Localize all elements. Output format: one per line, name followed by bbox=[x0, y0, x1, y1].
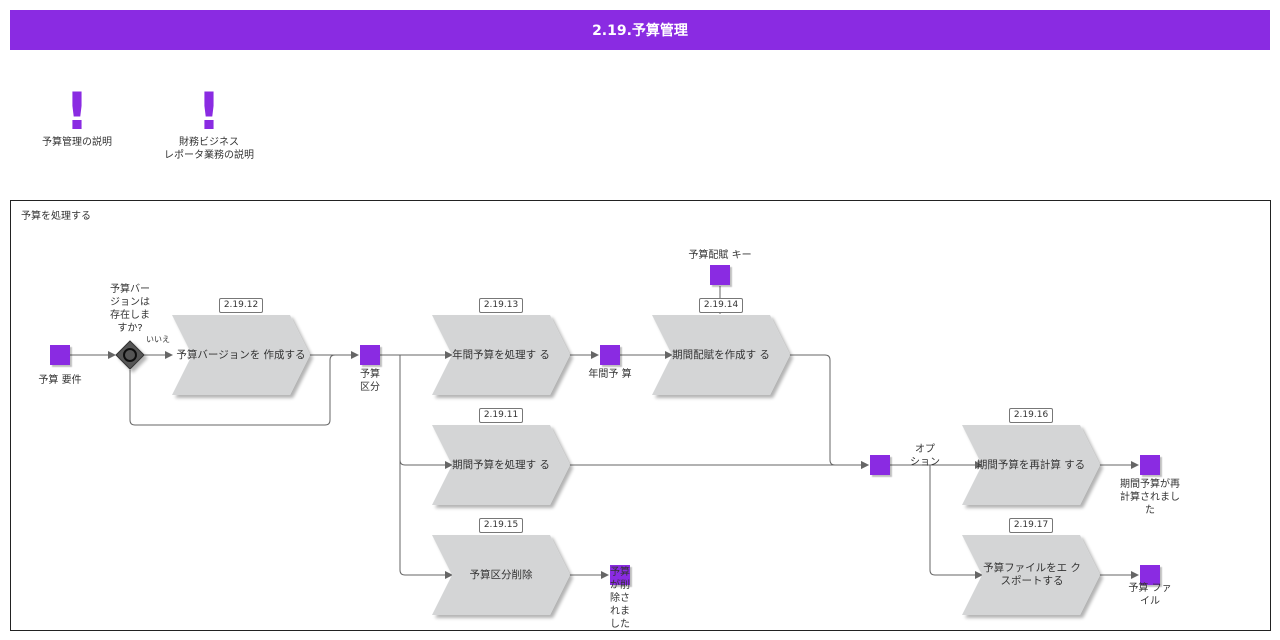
function-tag: 2.19.16 bbox=[1009, 408, 1053, 423]
function-tag: 2.19.13 bbox=[479, 298, 523, 313]
decision-question: 予算バー ジョンは 存在しま すか? bbox=[110, 284, 150, 334]
event-budget-file[interactable] bbox=[1140, 565, 1160, 585]
function-chevron bbox=[432, 315, 570, 395]
xor-gateway bbox=[115, 340, 145, 370]
function-tag: 2.19.11 bbox=[479, 408, 523, 423]
event-label: オプ ション bbox=[910, 444, 940, 468]
function-label: 予算ファイルをエ クスポートする bbox=[983, 562, 1081, 587]
event-label: 予算 区分 bbox=[360, 369, 380, 393]
connector bbox=[399, 460, 453, 579]
function-label: 期間配賦を作成す る bbox=[672, 348, 770, 361]
function-create-period-allocation[interactable]: 期間配賦を作成す る bbox=[652, 315, 790, 395]
function-label: 年間予算を処理す る bbox=[452, 348, 550, 361]
budget-management-description-note[interactable]: ! 予算管理の説明 bbox=[30, 82, 124, 149]
function-chevron bbox=[432, 425, 570, 505]
function-chevron bbox=[172, 315, 310, 395]
function-chevron bbox=[962, 425, 1100, 505]
process-frame bbox=[10, 200, 1271, 631]
function-chevron bbox=[432, 535, 570, 615]
event-annual-budget[interactable] bbox=[600, 345, 620, 365]
function-chevron bbox=[962, 535, 1100, 615]
frame-title: 予算を処理する bbox=[21, 211, 91, 222]
function-recalculate-period-budget[interactable]: 期間予算を再計算 する bbox=[972, 425, 1090, 505]
event-budget-requirement[interactable] bbox=[50, 345, 70, 365]
exclamation-icon: ! bbox=[65, 82, 89, 142]
financial-reporter-description-note[interactable]: ! 財務ビジネス レポータ業務の説明 bbox=[150, 82, 268, 162]
event-period-recalculated[interactable] bbox=[1140, 455, 1160, 475]
event-option[interactable] bbox=[870, 455, 890, 475]
event-label: 期間予算が再 計算されまし た bbox=[1120, 479, 1180, 516]
page-header: 2.19.予算管理 bbox=[10, 10, 1270, 50]
decision-no-label: いいえ bbox=[146, 335, 170, 344]
function-create-budget-version[interactable]: 予算バージョンを 作成する bbox=[172, 315, 310, 395]
event-allocation-key[interactable] bbox=[710, 265, 730, 285]
event-budget-division[interactable] bbox=[360, 345, 380, 365]
function-export-budget-file[interactable]: 予算ファイルをエ クスポートする bbox=[982, 535, 1082, 615]
event-label: 年間予 算 bbox=[588, 369, 632, 380]
function-tag: 2.19.12 bbox=[219, 298, 263, 313]
connector bbox=[929, 465, 983, 579]
note-label-line1: 財務ビジネス bbox=[179, 137, 239, 148]
note-label-line2: レポータ業務の説明 bbox=[164, 150, 254, 161]
function-delete-budget-division[interactable]: 予算区分削除 bbox=[432, 535, 570, 615]
event-label: 予算 が削 除さ れま した bbox=[610, 567, 630, 630]
event-label: 予算 要件 bbox=[38, 375, 82, 386]
connector bbox=[129, 354, 336, 426]
function-tag: 2.19.15 bbox=[479, 518, 523, 533]
function-label: 予算バージョンを 作成する bbox=[176, 348, 306, 361]
page-title: 2.19.予算管理 bbox=[592, 23, 688, 39]
event-label: 予算配賦 キー bbox=[688, 250, 752, 261]
connector bbox=[788, 354, 869, 469]
function-tag: 2.19.17 bbox=[1009, 518, 1053, 533]
function-label: 期間予算を処理す る bbox=[452, 458, 550, 471]
function-label: 予算区分削除 bbox=[469, 568, 533, 581]
function-process-annual-budget[interactable]: 年間予算を処理す る bbox=[432, 315, 570, 395]
event-budget-deleted[interactable] bbox=[610, 565, 630, 585]
function-process-period-budget[interactable]: 期間予算を処理す る bbox=[432, 425, 570, 505]
function-tag: 2.19.14 bbox=[699, 298, 743, 313]
function-chevron bbox=[652, 315, 790, 395]
event-label: 予算 ファ イル bbox=[1128, 583, 1172, 607]
exclamation-icon: ! bbox=[197, 82, 221, 142]
function-label: 期間予算を再計算 する bbox=[976, 458, 1086, 471]
note-label: 予算管理の説明 bbox=[42, 137, 112, 148]
